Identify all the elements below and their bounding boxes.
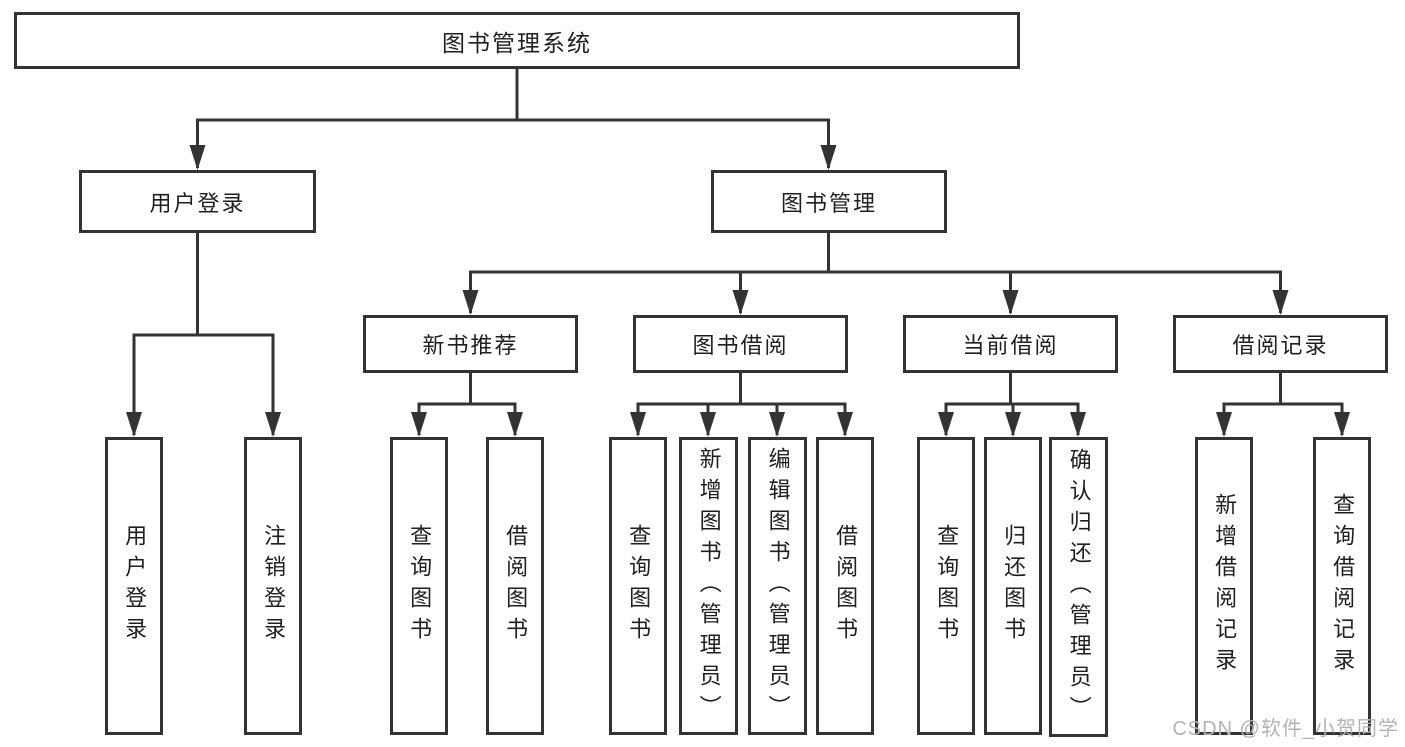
node-book-management: 图书管理 [711, 170, 947, 233]
node-label: 用户登录 [149, 190, 246, 216]
leaf-records-add-record: 新增借阅记录 [1195, 437, 1253, 735]
node-label: 注销登录 [261, 524, 287, 648]
connector-root-to-level2 [196, 69, 830, 168]
node-label: 确认归还（管理员） [1066, 447, 1092, 727]
node-label: 图书管理 [780, 190, 877, 216]
node-label: 用户登录 [122, 524, 148, 648]
leaf-borrow-query-books: 查询图书 [609, 437, 667, 735]
node-label: 借阅图书 [833, 524, 859, 648]
connector-userlogin-to-leaves [132, 233, 275, 435]
node-label: 查询借阅记录 [1330, 493, 1356, 679]
node-new-book-recommend: 新书推荐 [363, 315, 578, 373]
node-label: 归还图书 [1001, 524, 1027, 648]
node-label: 查询图书 [626, 524, 652, 648]
node-label: 编辑图书（管理员） [765, 446, 791, 726]
node-book-borrowing: 图书借阅 [633, 315, 848, 373]
leaf-borrow-borrow-books: 借阅图书 [816, 437, 874, 735]
leaf-current-return-books: 归还图书 [984, 437, 1042, 735]
leaf-borrow-edit-books-admin: 编辑图书（管理员） [748, 437, 807, 735]
node-borrowing-records: 借阅记录 [1173, 315, 1388, 373]
leaf-user-login: 用户登录 [105, 437, 163, 735]
node-label: 查询图书 [407, 524, 433, 648]
leaf-current-query-books: 查询图书 [917, 437, 975, 735]
node-label: 查询图书 [934, 524, 960, 648]
node-label: 当前借阅 [962, 333, 1059, 358]
leaf-newbook-borrow-books: 借阅图书 [486, 437, 544, 735]
connector-records-to-leaves [1222, 373, 1344, 435]
leaf-borrow-add-books-admin: 新增图书（管理员） [679, 437, 738, 735]
node-label: 新增图书（管理员） [696, 446, 722, 726]
node-label: 借阅图书 [503, 524, 529, 648]
leaf-logout: 注销登录 [244, 437, 302, 735]
node-label: 图书管理系统 [442, 29, 592, 56]
connector-bookmgmt-to-level3 [469, 233, 1282, 313]
node-label: 借阅记录 [1232, 333, 1329, 358]
node-library-management-system: 图书管理系统 [14, 12, 1020, 69]
leaf-records-query-record: 查询借阅记录 [1313, 437, 1371, 735]
node-label: 新增借阅记录 [1212, 493, 1238, 679]
connector-borrow-to-leaves [636, 373, 847, 435]
node-user-login: 用户登录 [79, 170, 316, 233]
arrowheads [126, 145, 1350, 437]
connector-newbook-to-leaves [417, 373, 517, 435]
node-label: 图书借阅 [692, 333, 789, 358]
leaf-newbook-query-books: 查询图书 [390, 437, 448, 735]
leaf-current-confirm-return-admin: 确认归还（管理员） [1049, 437, 1108, 737]
csdn-watermark: CSDN @软件_小贺同学 [1172, 718, 1399, 740]
node-current-borrowing: 当前借阅 [903, 315, 1118, 373]
node-label: 新书推荐 [422, 333, 519, 358]
